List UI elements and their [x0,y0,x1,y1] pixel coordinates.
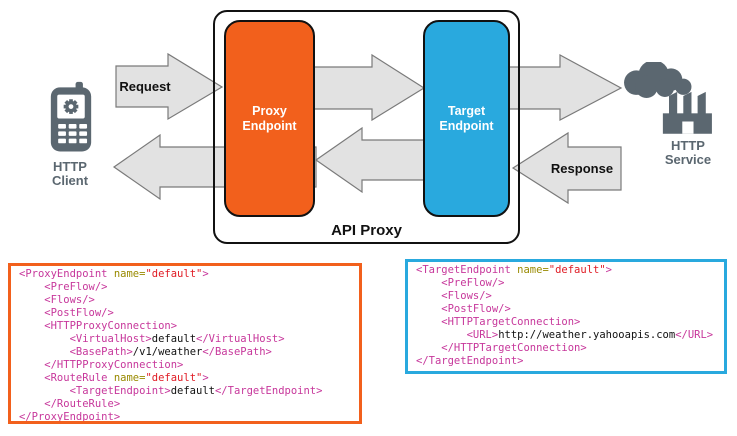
request-label: Request [119,79,171,94]
target-endpoint-code-block: <TargetEndpoint name="default"> <PreFlow… [405,259,727,374]
factory-cloud-icon [624,62,712,134]
api-proxy-container: API Proxy [213,10,520,244]
request-arrow [115,52,224,121]
response-arrow [511,131,622,205]
gear-icon [63,99,79,114]
target-to-service-arrow [504,53,623,121]
arrow-layer [112,52,623,205]
target-endpoint-label: Target Endpoint [439,103,494,133]
proxy-endpoint-box: Proxy Endpoint [224,20,315,217]
target-endpoint-box: Target Endpoint [423,20,510,217]
api-proxy-label: API Proxy [331,222,402,239]
mobile-phone-icon [50,81,92,152]
proxy-endpoint-label: Proxy Endpoint [242,103,297,133]
http-service-label: HTTP Service [664,138,712,167]
proxy-endpoint-code-block: <ProxyEndpoint name="default"> <PreFlow/… [8,263,362,424]
proxy-to-target-arrow [309,53,426,122]
response-label: Response [550,161,614,176]
http-client-label: HTTP Client [51,159,89,188]
